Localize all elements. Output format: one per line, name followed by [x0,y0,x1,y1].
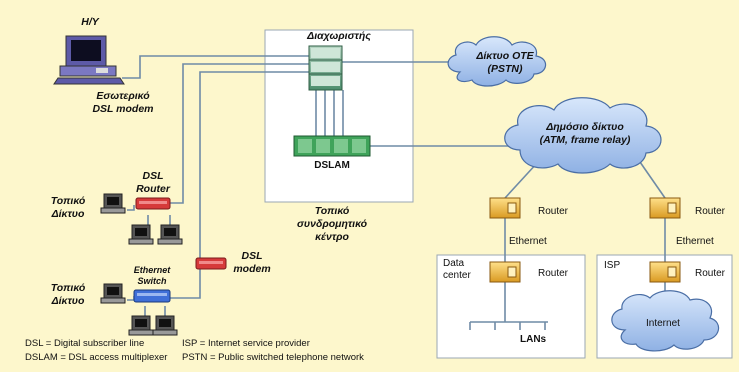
router-right-top-label: Router [695,206,726,217]
lans-label: LANs [520,334,547,345]
dsl-modem-icon [195,257,227,270]
lan1-pc-icon [157,224,183,245]
router-data-center-icon [489,261,521,283]
router-left-top-label: Router [538,206,569,217]
lan1-pc-icon [128,224,154,245]
dslam-icon [293,135,371,157]
dsl-router-icon [135,197,171,210]
splitter-label: Διαχωριστής [307,30,371,42]
public-network-cloud [504,97,662,174]
data-center-label: Data center [443,258,471,281]
public-network-label: Δημόσιο δίκτυο (ATM, frame relay) [539,121,631,146]
splitter-icon [308,45,343,91]
dsl-modem-label: DSL modem [233,250,271,275]
pstn-cloud [447,36,547,87]
legend-isp: ISP = Internet service provider [182,338,310,349]
isp-label: ISP [604,260,621,271]
legend-dslam: DSLAM = DSL access multiplexer [25,352,168,363]
pstn-label: Δίκτυο ΟΤΕ (PSTN) [476,50,534,75]
lan2-pc-icon [152,315,178,336]
legend-dsl: DSL = Digital subscriber line [25,338,145,349]
internet-label: Internet [646,318,680,329]
ethernet-switch-icon [133,289,171,303]
router-isp-icon [649,261,681,283]
lan2-pc-icon [128,315,154,336]
router-isp-label: Router [695,268,726,279]
exchange-label: Τοπικό συνδρομητικό κέντρο [296,205,368,243]
lan1-pc-icon [100,193,126,214]
router-data-center-label: Router [538,268,569,279]
router-right-top-icon [649,197,681,219]
internal-modem-label: Εσωτερικό DSL modem [92,90,154,115]
ethernet-left-label: Ethernet [509,236,547,247]
lan2-pc-icon [100,283,126,304]
lan2-label: Τοπικό Δίκτυο [50,282,86,307]
pc-label: H/Y [81,16,99,28]
dsl-router-label: DSL Router [136,170,170,195]
ethernet-switch-label: Ethernet Switch [133,265,171,286]
legend-pstn: PSTN = Public switched telephone network [182,352,364,363]
lan1-label: Τοπικό Δίκτυο [50,195,86,220]
dslam-label: DSLAM [314,160,350,171]
pc-computer-icon [53,35,125,85]
internet-cloud [611,290,720,352]
ethernet-right-label: Ethernet [676,236,714,247]
router-left-top-icon [489,197,521,219]
